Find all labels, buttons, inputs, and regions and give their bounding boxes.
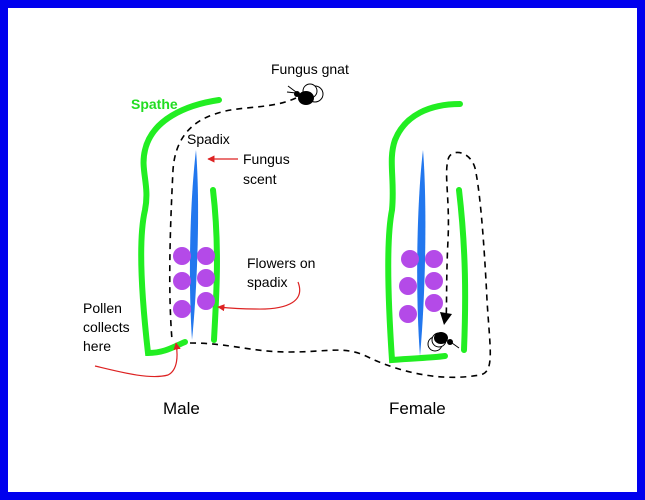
pollen-label-line3: here: [83, 338, 111, 354]
pollen-label-line1: Pollen: [83, 300, 122, 316]
fungus-scent-label-line1: Fungus: [243, 151, 290, 167]
flower: [425, 294, 443, 312]
fungus-gnat-icon: [427, 332, 460, 352]
gnat-path-male-to-female: [189, 151, 492, 379]
flower: [399, 277, 417, 295]
fungus-gnat-icon: [286, 83, 324, 105]
flowers-arrow: [217, 281, 301, 312]
pollen-arrow: [94, 342, 181, 378]
gnat-path-into-male: [168, 97, 297, 341]
flower: [173, 300, 191, 318]
male-spathe-outer: [138, 97, 222, 357]
flower: [197, 269, 215, 287]
female-label: Female: [389, 399, 446, 418]
fungus-scent-label-line2: scent: [243, 171, 277, 187]
flower: [399, 305, 417, 323]
female-spathe-outer: [385, 101, 463, 364]
flower: [197, 292, 215, 310]
diagram-frame: [8, 8, 637, 492]
male-label: Male: [163, 399, 200, 418]
male-flowers: [173, 247, 215, 318]
pollen-label-line2: collects: [83, 319, 130, 335]
male-spathe-inner: [210, 187, 220, 343]
fungus-gnat-label: Fungus gnat: [271, 61, 349, 77]
male-spadix: [189, 150, 199, 340]
spadix-label: Spadix: [187, 131, 230, 147]
path-arrowhead: [440, 312, 452, 325]
female-spathe-inner: [456, 187, 469, 353]
male-plant: [138, 97, 222, 357]
female-plant: [385, 101, 469, 364]
flower: [173, 272, 191, 290]
female-spadix: [417, 150, 426, 356]
flower: [173, 247, 191, 265]
flowers-label-line1: Flowers on: [247, 255, 315, 271]
flower: [425, 250, 443, 268]
flower: [425, 272, 443, 290]
female-flowers: [399, 250, 443, 323]
flower: [401, 250, 419, 268]
flower: [197, 247, 215, 265]
spathe-label: Spathe: [131, 96, 178, 112]
flowers-label-line2: spadix: [247, 274, 287, 290]
